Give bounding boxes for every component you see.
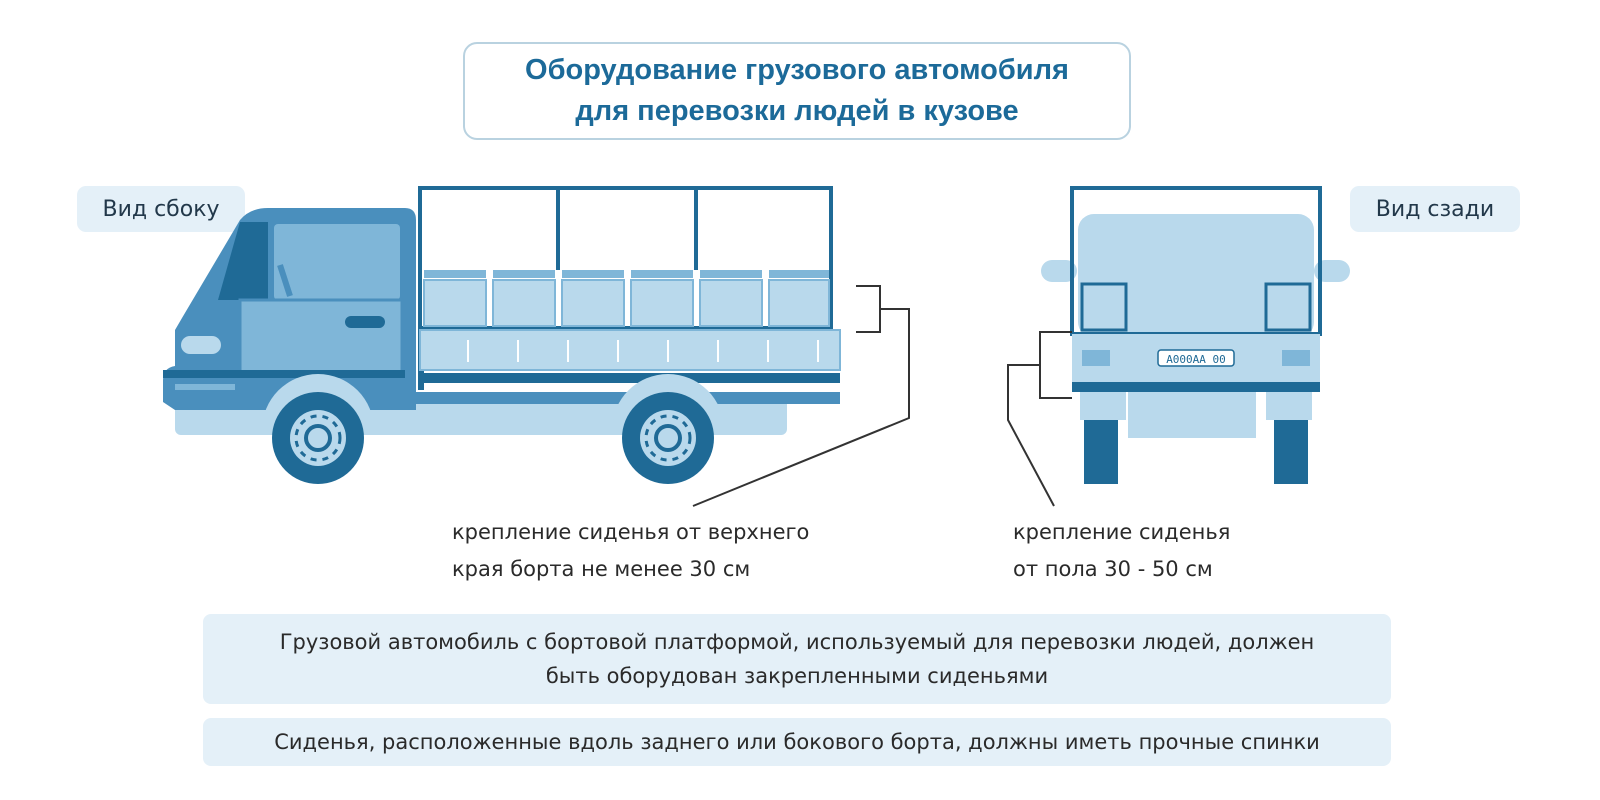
info-box-seats-required: Грузовой автомобиль с бортовой платформо… — [203, 614, 1391, 704]
rear-view-label: Вид сзади — [1350, 186, 1520, 232]
rear-wheel — [622, 392, 714, 484]
side-view-label: Вид сбоку — [77, 186, 245, 232]
rear-annotation: крепление сиденья от пола 30 - 50 см — [1013, 514, 1230, 588]
side-view-truck — [163, 186, 910, 507]
side-annotation-line-2: края борта не менее 30 см — [452, 557, 751, 581]
title-box: Оборудование грузового автомобиля для пе… — [463, 42, 1131, 140]
side-annotation-line-1: крепление сиденья от верхнего — [452, 520, 810, 544]
title-line-1: Оборудование грузового автомобиля — [525, 54, 1069, 86]
title-line-2: для перевозки людей в кузове — [575, 95, 1019, 127]
info-box-seat-backs: Сиденья, расположенные вдоль заднего или… — [203, 718, 1391, 766]
rear-annotation-line-1: крепление сиденья — [1013, 520, 1231, 544]
info-line-3: Сиденья, расположенные вдоль заднего или… — [274, 730, 1320, 754]
license-plate: А000АА 00 — [1166, 353, 1226, 366]
rear-view-truck: А000АА 00 — [1007, 186, 1350, 507]
side-annotation: крепление сиденья от верхнего края борта… — [452, 514, 809, 588]
info-line-1: Грузовой автомобиль с бортовой платформо… — [279, 630, 1315, 654]
rear-annotation-line-2: от пола 30 - 50 см — [1013, 557, 1213, 581]
front-wheel — [272, 392, 364, 484]
info-line-2: быть оборудован закрепленными сиденьями — [545, 664, 1049, 688]
